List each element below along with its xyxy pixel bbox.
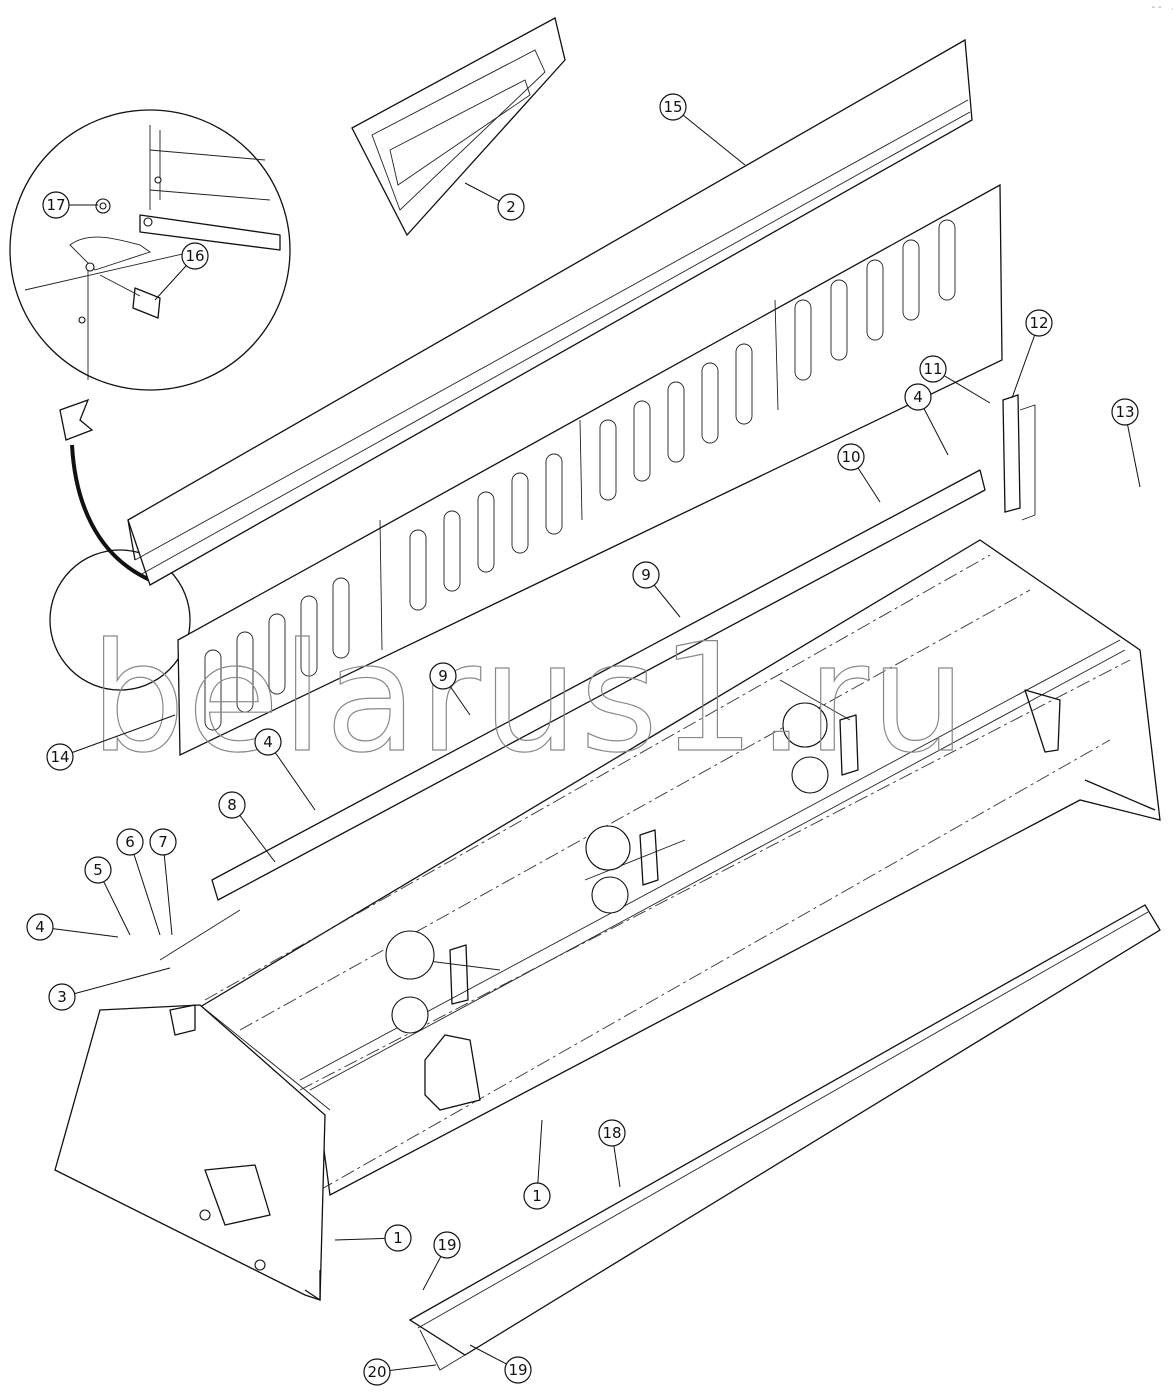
callout-c9b: 9 (429, 662, 471, 716)
left-end-plate (54, 1004, 331, 1301)
detail-view (9, 109, 291, 391)
callout-bubble (523, 1182, 551, 1210)
callout-bubble (363, 1358, 391, 1386)
callout-c15: 15 (659, 93, 746, 166)
detail-origin-circle (49, 549, 191, 691)
callout-bubble (1025, 309, 1053, 337)
callout-leader (672, 106, 746, 166)
detail-arrow (70, 444, 151, 582)
callout-c13: 13 (1111, 398, 1141, 488)
callout-c12: 12 (1011, 309, 1053, 399)
combs (159, 469, 986, 961)
front-strip (408, 904, 1161, 1371)
callout-c19a: 19 (422, 1231, 461, 1291)
callout-leader (129, 841, 161, 936)
callout-bubble (254, 728, 282, 756)
callout-label: 20 (367, 1363, 386, 1381)
trough-body (193, 539, 1161, 1197)
callout-bubble (919, 355, 947, 383)
callout-c4a: 4 (26, 913, 119, 941)
callout-label: 1 (532, 1187, 542, 1205)
callout-bubble (84, 856, 112, 884)
callout-bubble (218, 791, 246, 819)
callout-label: 4 (263, 733, 273, 751)
callout-label: 6 (125, 833, 135, 851)
callout-c4b: 4 (254, 728, 316, 811)
callout-bubble (504, 1356, 532, 1384)
callout-label: 9 (641, 566, 651, 584)
callout-label: 11 (923, 360, 942, 378)
center-bracket (424, 1034, 481, 1111)
callout-bubble (26, 913, 54, 941)
callout-bubble (497, 193, 525, 221)
callout-leader (267, 741, 316, 811)
callout-c1a: 1 (334, 1224, 412, 1252)
callout-c14: 14 (46, 714, 176, 771)
callout-bubble (598, 1119, 626, 1147)
callout-bubble (384, 1224, 412, 1252)
callout-c7: 7 (149, 828, 177, 936)
callout-c9a: 9 (632, 561, 681, 618)
callout-leader (61, 967, 171, 998)
top-rail (127, 38, 973, 586)
callout-label: 4 (35, 918, 45, 936)
callout-bubble (659, 93, 687, 121)
callout-label: 19 (508, 1361, 527, 1379)
callout-c4c: 4 (904, 383, 949, 456)
callout-label: 17 (46, 196, 65, 214)
callout-c8: 8 (218, 791, 276, 863)
callout-c1b: 1 (523, 1119, 551, 1210)
callout-c16: 16 (154, 242, 209, 301)
callout-bubble (46, 743, 74, 771)
callout-leader (59, 714, 176, 758)
watermark: belarus1.ru (90, 612, 968, 786)
callout-bubble (632, 561, 660, 589)
callout-c17: 17 (42, 191, 98, 219)
callout-bubble (116, 828, 144, 856)
side-strip (1002, 394, 1021, 513)
callout-label: 3 (57, 988, 67, 1006)
callout-label: 12 (1029, 314, 1048, 332)
callout-label: 10 (841, 448, 860, 466)
callout-label: 14 (50, 748, 69, 766)
callout-c3: 3 (48, 967, 171, 1011)
callout-leader (162, 841, 173, 936)
callout-label: 9 (438, 667, 448, 685)
callout-c18: 18 (598, 1119, 626, 1188)
callout-bubble (1111, 398, 1139, 426)
callout-bubble (48, 983, 76, 1011)
callout-bubble (42, 191, 70, 219)
top-tray (351, 17, 566, 237)
callout-c20: 20 (363, 1358, 437, 1386)
callout-bubble (149, 828, 177, 856)
callout-c19b: 19 (469, 1344, 532, 1384)
callout-label: 13 (1115, 403, 1134, 421)
back-panels (177, 183, 1003, 757)
corner-mark: -- . (1150, 0, 1173, 13)
callout-label: 8 (227, 796, 237, 814)
callout-label: 1 (393, 1229, 403, 1247)
callout-label: 16 (185, 247, 204, 265)
callout-label: 19 (437, 1236, 456, 1254)
callout-label: 2 (506, 198, 516, 216)
callout-bubble (181, 242, 209, 270)
callout-bubble (429, 662, 457, 690)
callout-label: 7 (158, 833, 168, 851)
callout-bubble (837, 443, 865, 471)
callout-c11: 11 (919, 355, 991, 404)
callout-c6: 6 (116, 828, 161, 936)
callout-c2: 2 (464, 182, 525, 221)
callout-bubble (904, 383, 932, 411)
callout-bubble (433, 1231, 461, 1259)
callout-label: 18 (602, 1124, 621, 1142)
callout-label: 5 (93, 861, 103, 879)
callout-label: 15 (663, 98, 682, 116)
callout-c10: 10 (837, 443, 881, 503)
callout-c5: 5 (84, 856, 131, 936)
callout-label: 4 (913, 388, 923, 406)
